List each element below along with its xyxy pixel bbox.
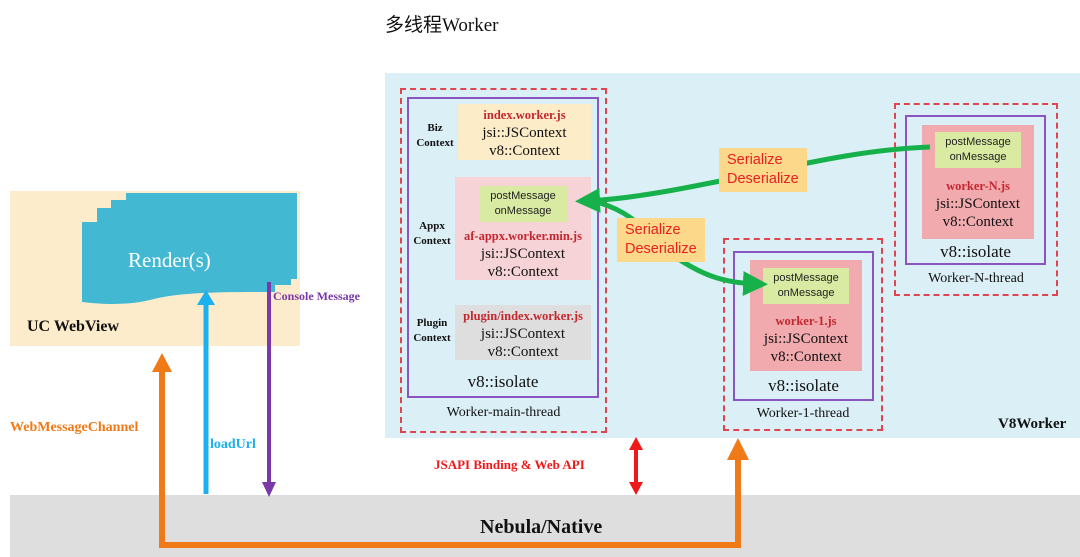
serialize-box-middle: Serialize Deserialize [617,218,705,262]
plugin-context-box: plugin/index.worker.js jsi::JSContext v8… [455,305,591,360]
jsapi-binding-label: JSAPI Binding & Web API [434,457,585,472]
render-stack-shape [82,193,297,304]
appx-message-box: postMessage onMessage [479,186,567,222]
native-layer-label: Nebula/Native [480,516,603,538]
load-url-label: loadUrl [210,437,256,452]
main-isolate-label: v8::isolate [467,372,539,391]
console-message-label: Console Message [273,289,360,303]
diagram-title: 多线程Worker [385,15,499,36]
worker-1-isolate-label: v8::isolate [768,376,839,395]
worker-n-isolate-label: v8::isolate [940,242,1011,261]
uc-webview-label: UC WebView [27,318,119,335]
worker-1-message-box: postMessage onMessage [763,268,849,304]
appx-context-label: Appx Context [413,220,451,247]
jsapi-arrowhead-up [629,437,643,450]
jsapi-arrowhead-down [629,482,643,495]
biz-context-label: Biz Context [416,122,454,149]
worker-n-context-box: postMessage onMessage worker-N.js jsi::J… [922,125,1034,239]
web-message-channel-arrowhead-up [152,353,172,372]
main-thread-label: Worker-main-thread [446,405,561,420]
render-label: Render(s) [128,248,211,272]
worker-1-isolate-box [733,251,874,401]
worker-n-message-box: postMessage onMessage [935,132,1021,168]
worker-1-thread-box [723,238,883,431]
v8worker-label: V8Worker [998,416,1067,432]
worker-n-thread-label: Worker-N-thread [928,271,1024,286]
web-message-channel-label: WebMessageChannel [10,420,139,435]
plugin-context-label: Plugin Context [413,317,451,344]
serialize-box-top: Serialize Deserialize [719,148,807,192]
worker-1-context-box: postMessage onMessage worker-1.js jsi::J… [750,260,862,371]
worker-1-thread-label: Worker-1-thread [756,406,850,421]
worker-1-arrowhead-up [727,438,749,460]
appx-context-box: postMessage onMessage af-appx.worker.min… [455,177,591,280]
biz-context-box: index.worker.js jsi::JSContext v8::Conte… [458,104,591,160]
